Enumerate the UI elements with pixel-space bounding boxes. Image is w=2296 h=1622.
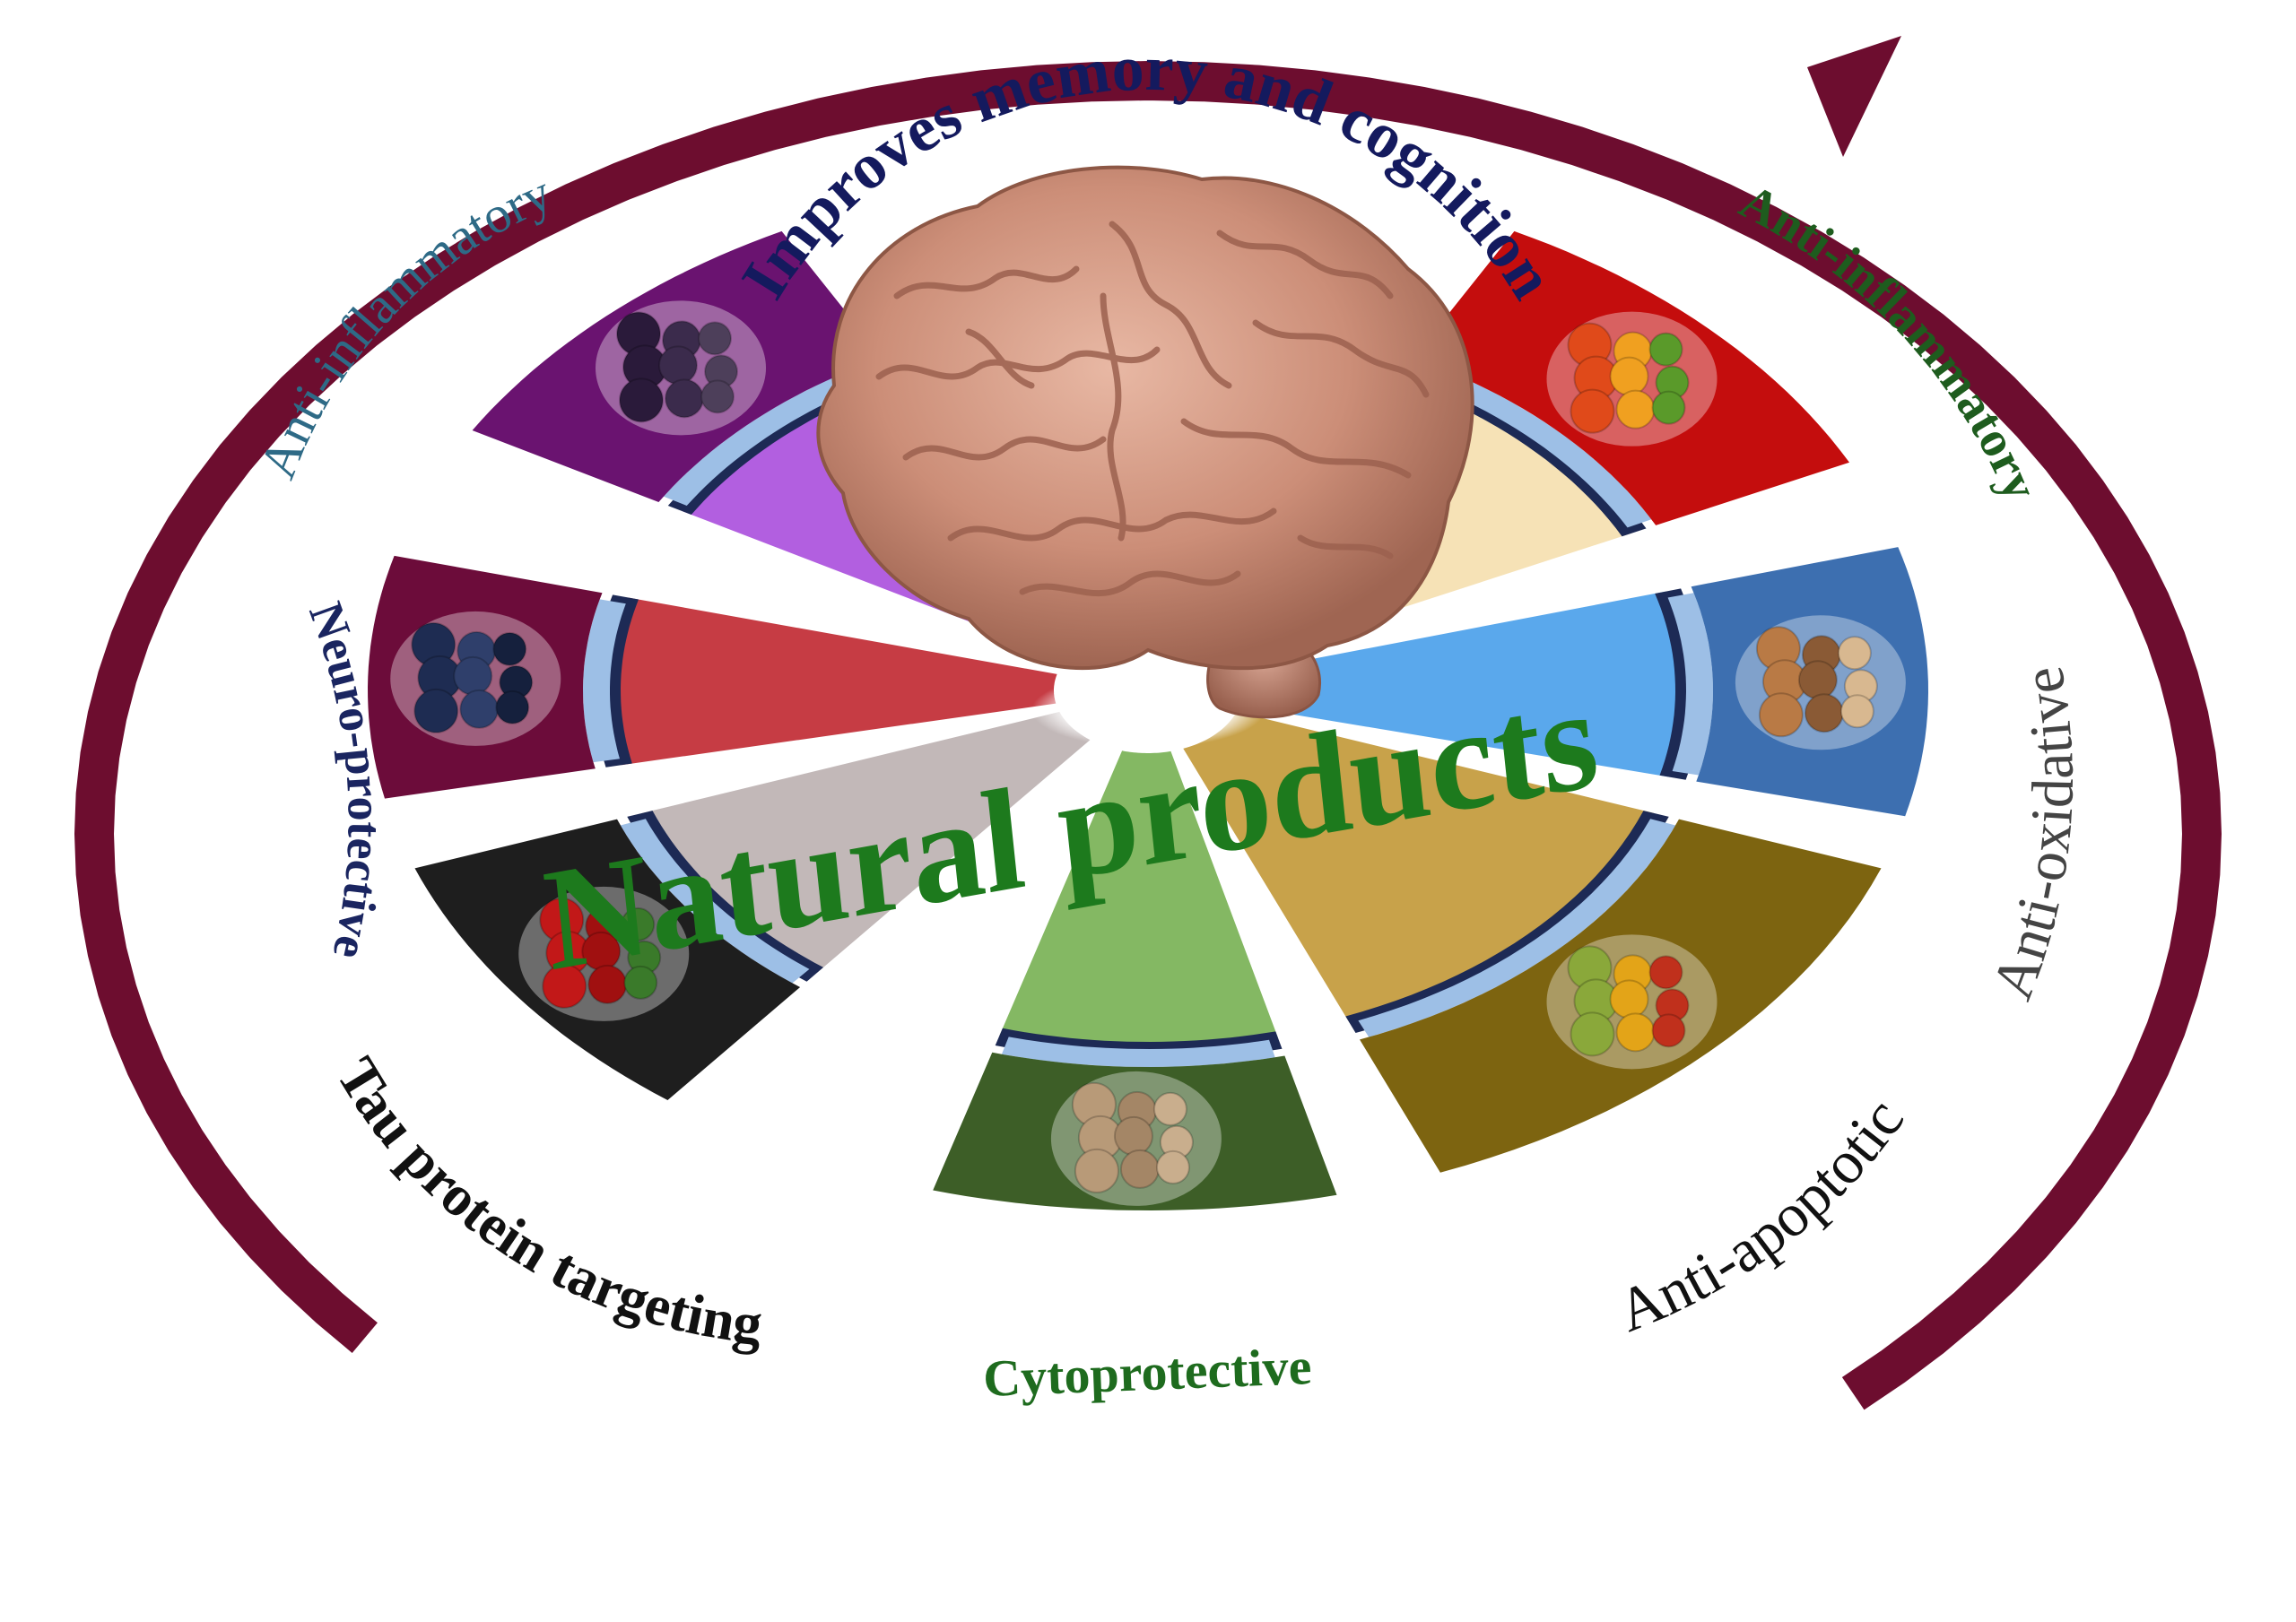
segment-label-cytoprotective: Cytoprotective [982, 1337, 1312, 1408]
blueberries-icon [390, 611, 561, 746]
cycle-arrow-arc [74, 60, 2222, 1410]
segment-label-anti-apoptotic: Anti-apoptotic [1608, 1086, 1917, 1345]
cycle-arrow-head [1807, 36, 1901, 157]
mixed-nuts-icon [1735, 615, 1906, 750]
tile-base-cytoprotective [1001, 1037, 1275, 1067]
walnuts-icon [1050, 1071, 1222, 1206]
tile-base-anti-apoptotic [1358, 819, 1676, 1037]
wedge-tau-protein-targeting [642, 711, 1091, 974]
tile-side-tau-protein-targeting [627, 811, 823, 982]
wedge-anti-apoptotic [1183, 711, 1654, 1023]
circular-arrow-icon [74, 36, 2222, 1410]
wedge-neuro-protective [610, 597, 1057, 766]
tile-base-anti-oxidative [1667, 593, 1713, 776]
tile-side-anti-apoptotic [1345, 811, 1669, 1033]
segment-label-tau-protein-targeting: Tau protein targeting [325, 1046, 765, 1356]
blackberries-icon [596, 300, 767, 436]
segment-label-anti-oxidative: Anti-oxidative [1979, 662, 2086, 1008]
wedge-cytoprotective [999, 750, 1279, 1049]
tile-base-neuro-protective [583, 599, 626, 763]
spices-icon [1546, 934, 1718, 1070]
tile-base-tau-protein-targeting [620, 819, 810, 984]
center-hub [1031, 672, 1265, 748]
brain-icon [816, 165, 1474, 719]
wedge-anti-oxidative [1238, 591, 1686, 777]
tile-ring [368, 230, 1928, 1210]
fruits-vegetables-icon [1546, 311, 1718, 447]
apples-icon [518, 886, 690, 1021]
